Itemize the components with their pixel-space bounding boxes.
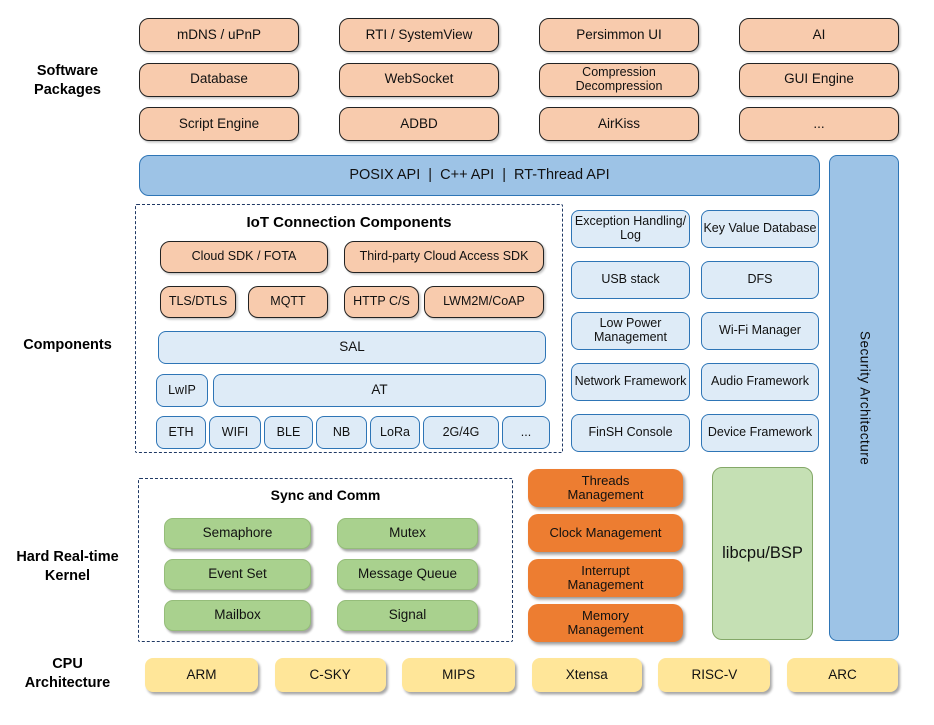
sync-comm-title: Sync and Comm <box>270 487 381 503</box>
package-box: AI <box>739 18 899 52</box>
cpu-box: Xtensa <box>531 658 642 692</box>
cpu-box: ARM <box>145 658 258 692</box>
sync-box: Semaphore <box>164 518 311 549</box>
link-chip: LoRa <box>370 416 420 449</box>
package-box: Persimmon UI <box>539 18 699 52</box>
package-box: AirKiss <box>539 107 699 141</box>
kernel-management-column: Threads Management Clock Management Inte… <box>528 469 683 642</box>
sync-box: Event Set <box>164 559 311 590</box>
label-kernel: Hard Real-time Kernel <box>16 549 119 584</box>
mgmt-box: Memory Management <box>528 604 683 642</box>
package-box: RTI / SystemView <box>339 18 499 52</box>
cpu-box: RISC-V <box>658 658 771 692</box>
link-chip: ... <box>502 416 550 449</box>
libcpu-bsp-box: libcpu/BSP <box>712 467 813 640</box>
link-layer-row: ETH WIFI BLE NB LoRa 2G/4G ... <box>156 416 550 449</box>
component-grid: Exception Handling/ Log Key Value Databa… <box>571 210 819 452</box>
component-box: FinSH Console <box>571 414 690 452</box>
component-box: USB stack <box>571 261 690 299</box>
component-box: Exception Handling/ Log <box>571 210 690 248</box>
iot-box: Third-party Cloud Access SDK <box>344 241 544 273</box>
component-box: Network Framework <box>571 363 690 401</box>
sal-box: SAL <box>158 331 546 364</box>
component-box: DFS <box>701 261 819 299</box>
security-architecture-bar: Security Architecture <box>829 155 899 641</box>
sync-comm-grid: Semaphore Mutex Event Set Message Queue … <box>164 518 478 631</box>
iot-connection-panel: IoT Connection Components Cloud SDK / FO… <box>135 204 563 453</box>
api-bar-label: POSIX API | C++ API | RT-Thread API <box>349 166 610 183</box>
component-box: Key Value Database <box>701 210 819 248</box>
link-chip: NB <box>316 416 367 449</box>
mgmt-box: Threads Management <box>528 469 683 507</box>
package-box: ... <box>739 107 899 141</box>
sync-box: Signal <box>337 600 478 631</box>
mgmt-box: Interrupt Management <box>528 559 683 597</box>
component-box: Audio Framework <box>701 363 819 401</box>
iot-box: LWM2M/CoAP <box>424 286 544 318</box>
api-bar: POSIX API | C++ API | RT-Thread API <box>139 155 820 196</box>
cpu-box: MIPS <box>402 658 516 692</box>
link-chip: BLE <box>264 416 313 449</box>
label-software-packages: Software Packages <box>34 63 101 98</box>
link-chip: ETH <box>156 416 206 449</box>
at-box: AT <box>213 374 546 407</box>
sync-comm-panel: Sync and Comm Semaphore Mutex Event Set … <box>138 478 513 642</box>
iot-box: TLS/DTLS <box>160 286 236 318</box>
sync-box: Message Queue <box>337 559 478 590</box>
security-architecture-label: Security Architecture <box>857 330 873 466</box>
component-box: Device Framework <box>701 414 819 452</box>
iot-box: MQTT <box>248 286 328 318</box>
iot-panel-title: IoT Connection Components <box>246 214 452 231</box>
cpu-box: C-SKY <box>274 658 386 692</box>
iot-box: HTTP C/S <box>344 286 419 318</box>
mgmt-box: Clock Management <box>528 514 683 552</box>
label-components: Components <box>23 337 112 353</box>
package-box: Compression Decompression <box>539 62 699 97</box>
link-chip: WIFI <box>209 416 261 449</box>
package-box: mDNS / uPnP <box>139 18 299 52</box>
component-box: Wi-Fi Manager <box>701 312 819 350</box>
label-cpu-architecture: CPU Architecture <box>24 656 111 691</box>
package-box: Database <box>139 62 299 97</box>
link-chip: 2G/4G <box>423 416 499 449</box>
package-box: Script Engine <box>139 107 299 141</box>
lwip-box: LwIP <box>156 374 208 407</box>
sync-box: Mailbox <box>164 600 311 631</box>
cpu-architecture-row: ARM C-SKY MIPS Xtensa RISC-V ARC <box>145 658 898 692</box>
sync-box: Mutex <box>337 518 478 549</box>
component-box: Low Power Management <box>571 312 690 350</box>
cpu-box: ARC <box>786 658 898 692</box>
package-box: GUI Engine <box>739 62 899 97</box>
package-box: WebSocket <box>339 62 499 97</box>
iot-box: Cloud SDK / FOTA <box>160 241 328 273</box>
package-box: ADBD <box>339 107 499 141</box>
software-packages-grid: mDNS / uPnP RTI / SystemView Persimmon U… <box>139 18 899 141</box>
